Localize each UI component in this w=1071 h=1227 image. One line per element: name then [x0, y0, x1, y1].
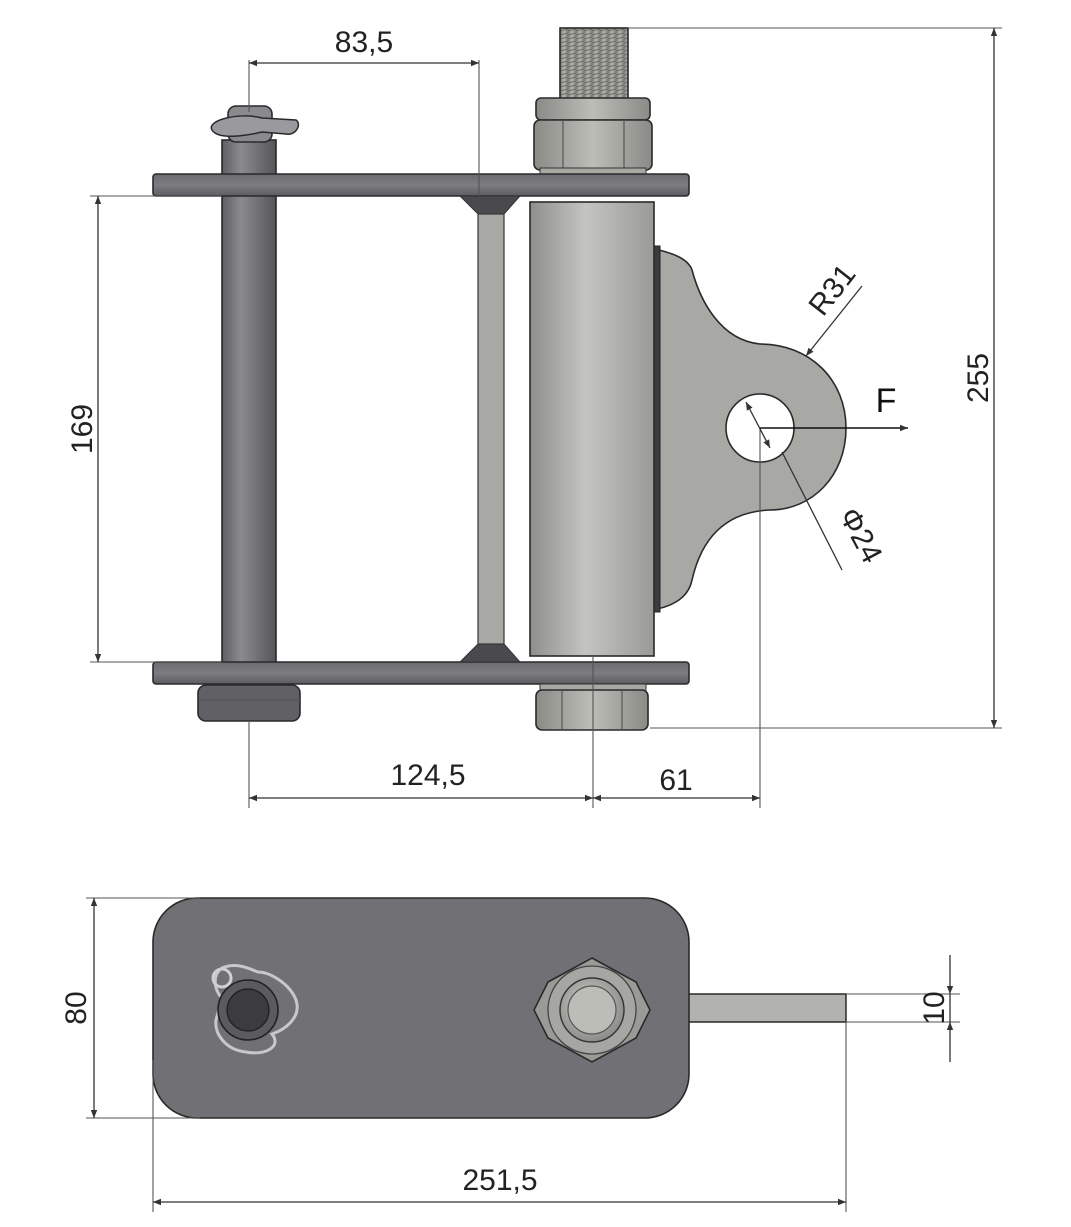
dim-label-124-5: 124,5 — [390, 759, 465, 792]
dim-label-80: 80 — [60, 991, 93, 1024]
dim-label-phi24: Φ24 — [832, 502, 888, 568]
top-plate — [152, 173, 690, 197]
dim-10: 10 — [846, 955, 960, 1062]
front-view: 83,5 169 255 124,5 61 — [66, 26, 1002, 808]
roller-tube — [529, 201, 655, 657]
dim-169: 169 — [66, 195, 222, 663]
top-view: 80 251,5 10 — [60, 897, 960, 1212]
force-label: F — [876, 382, 897, 420]
dim-label-251-5: 251,5 — [462, 1164, 537, 1197]
dim-label-255: 255 — [962, 353, 995, 403]
bottom-plate — [152, 661, 690, 685]
dim-r31: R31 — [803, 258, 863, 357]
dim-251-5: 251,5 — [152, 1022, 847, 1212]
plate-top-view — [152, 897, 690, 1119]
dim-label-10: 10 — [918, 991, 951, 1024]
bottom-nut — [535, 683, 649, 731]
dim-label-r31: R31 — [803, 258, 863, 322]
dim-124-5: 124,5 — [248, 656, 594, 808]
dim-61: 61 — [593, 428, 761, 808]
threaded-bolt — [533, 27, 653, 177]
center-web — [458, 195, 522, 663]
dim-label-61: 61 — [659, 764, 692, 797]
dim-255: 255 — [628, 27, 1002, 729]
hitch-pin — [197, 105, 301, 722]
dim-80: 80 — [60, 897, 200, 1119]
lug-tab — [687, 993, 847, 1023]
pin-top — [211, 964, 299, 1055]
bolt-top — [533, 957, 651, 1063]
dim-label-169: 169 — [66, 404, 99, 454]
force-arrow: F — [760, 382, 908, 432]
dim-83-5: 83,5 — [248, 26, 480, 196]
dim-label-83-5: 83,5 — [335, 26, 393, 59]
